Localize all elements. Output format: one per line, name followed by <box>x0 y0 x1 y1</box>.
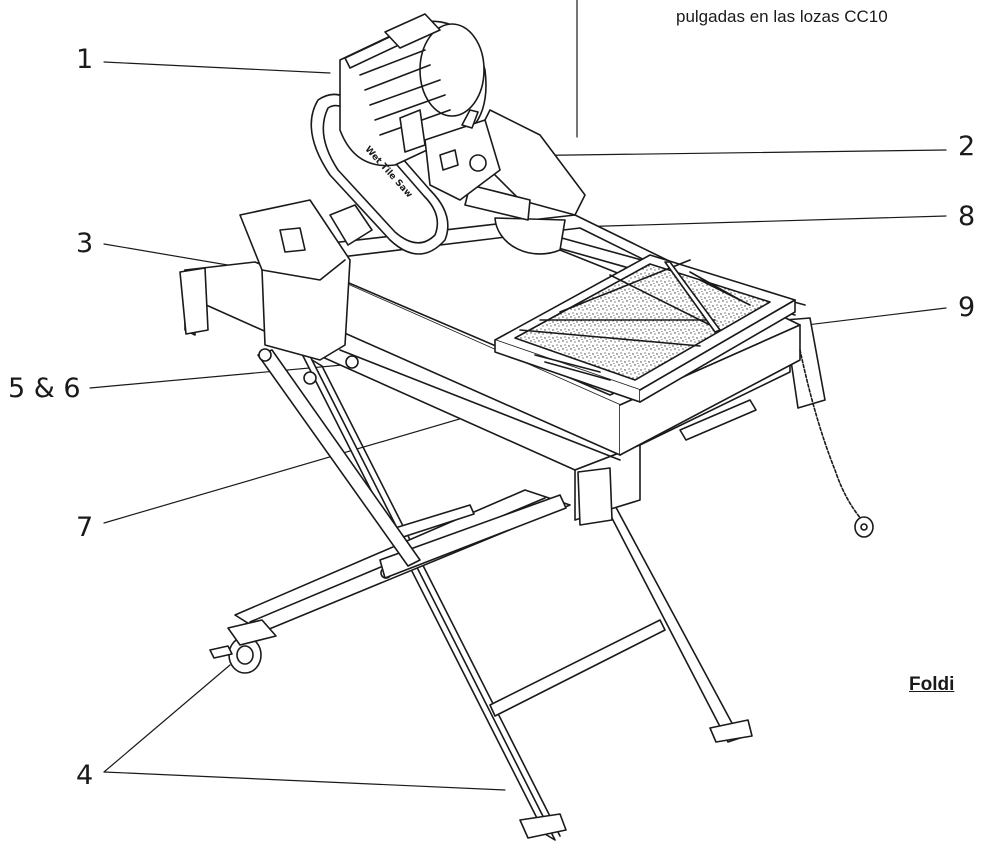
callout-label-2: 2 <box>958 131 976 162</box>
motor <box>339 13 487 167</box>
callout-label-3: 3 <box>76 228 94 259</box>
callout-label-9: 9 <box>958 292 976 323</box>
switch-box <box>424 109 501 201</box>
wheel-arm <box>234 489 571 633</box>
callout-label-1: 1 <box>76 44 94 75</box>
callout-label-8: 8 <box>958 201 976 232</box>
callout-label-4: 4 <box>76 760 94 791</box>
caster-wheel <box>209 619 277 674</box>
callout-label-5-6: 5 & 6 <box>8 373 81 404</box>
front-leg <box>257 349 753 743</box>
folding-heading: Foldi <box>909 674 955 695</box>
header-note: pulgadas en las lozas CC10 <box>676 7 888 26</box>
sliding-table <box>494 254 796 403</box>
blade-guard <box>239 109 586 385</box>
callout-label-7: 7 <box>76 512 94 543</box>
rear-leg <box>299 349 666 841</box>
power-cord <box>799 349 874 538</box>
